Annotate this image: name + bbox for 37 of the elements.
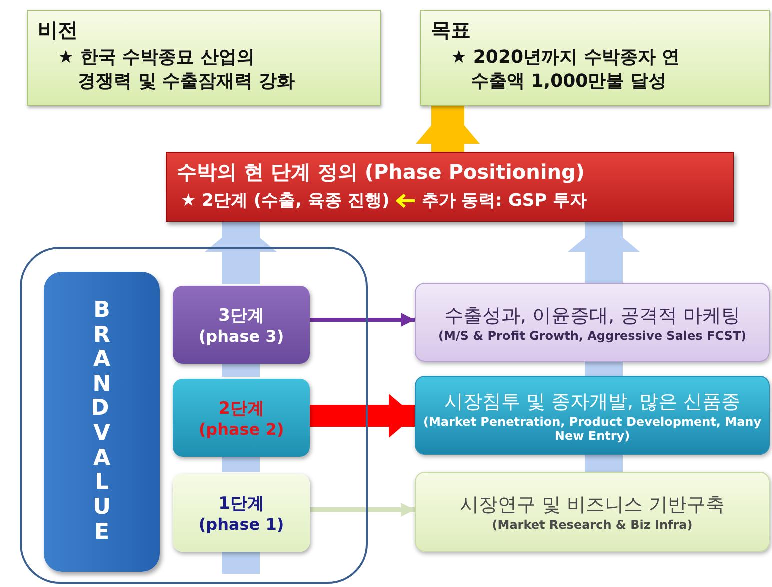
vertical-label: BRAND VALUE: [91, 298, 112, 546]
strategy-title: 시장침투 및 종자개발, 많은 신품종: [444, 390, 741, 414]
arrow: [308, 394, 415, 438]
banner-text: 추가 동력: GSP 투자: [422, 190, 587, 212]
phase-name: 2단계: [218, 398, 264, 420]
strategy-box: [415, 283, 770, 362]
phase-name: 3단계: [218, 305, 264, 327]
banner-text: ★ 2단계 (수출, 육종 진행): [181, 190, 390, 212]
goal-box: [420, 10, 770, 106]
phase-box: [173, 286, 310, 364]
group-frame: [20, 247, 368, 584]
arrow: [308, 313, 415, 327]
phase-number: (phase 3): [198, 327, 284, 346]
goal-box: [27, 10, 381, 106]
brand-value-bar: [44, 272, 160, 572]
arrow: [568, 222, 640, 283]
strategy-title: 수출성과, 이윤증대, 공격적 마케팅: [444, 304, 741, 328]
strategy-subtitle: (M/S & Profit Growth, Aggressive Sales FCST): [438, 328, 747, 342]
phase-number: (phase 1): [198, 515, 284, 534]
status-banner: [166, 152, 734, 222]
strategy-subtitle: (Market Research & Biz Infra): [492, 518, 693, 532]
goal-text: ★ 2020년까지 수박종자 연 수출액 1,000만불 달성: [450, 46, 682, 94]
strategy-subtitle: (Market Penetration, Product Development, Many New Entry): [422, 414, 763, 442]
strategy-box: [415, 376, 770, 455]
phase-name: 1단계: [218, 493, 264, 515]
phase-number: (phase 2): [198, 420, 284, 439]
box-heading: 비전: [38, 17, 79, 44]
arrow: [205, 222, 277, 284]
goal-text: ★ 한국 수박종묘 산업의 경쟁력 및 수출잠재력 강화: [57, 46, 296, 94]
strategy-box: [415, 472, 770, 552]
banner-title: 수박의 현 단계 정의 (Phase Positioning): [177, 159, 586, 186]
box-heading: 목표: [431, 17, 472, 44]
phase-box: [173, 379, 310, 457]
phase-box: [173, 474, 310, 552]
strategy-title: 시장연구 및 비즈니스 기반구축: [460, 493, 726, 518]
arrow: [308, 503, 415, 517]
arrow: [416, 106, 480, 152]
